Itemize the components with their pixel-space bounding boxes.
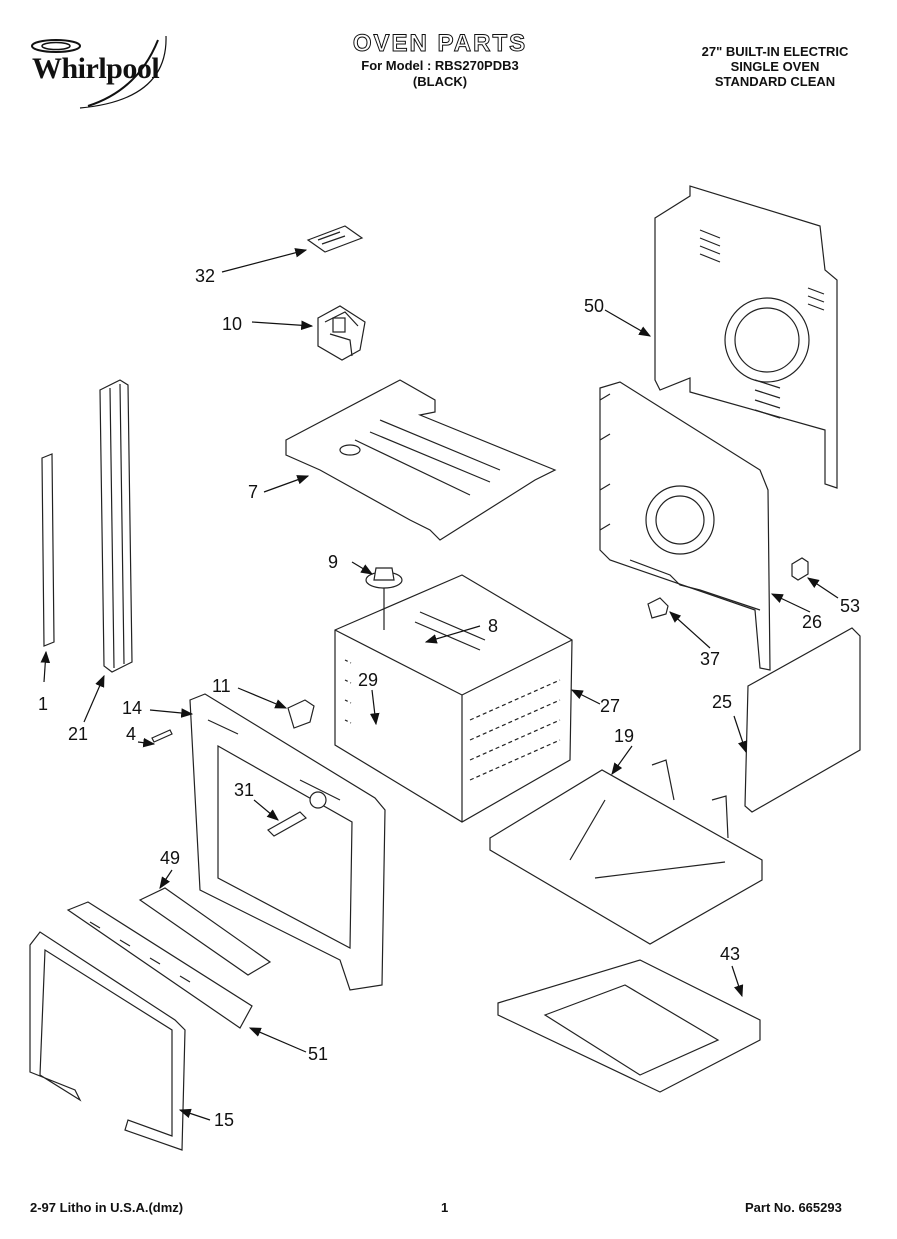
callout-31: 31 — [234, 780, 254, 800]
part-25-side-panel — [744, 627, 861, 813]
callout-27: 27 — [600, 696, 620, 716]
desc-line-1: 27" BUILT-IN ELECTRIC — [701, 44, 849, 59]
callout-15: 15 — [214, 1110, 234, 1130]
callout-4: 4 — [126, 724, 136, 744]
callout-14: 14 — [122, 698, 142, 718]
callout-49: 49 — [160, 848, 180, 868]
callout-37: 37 — [700, 649, 720, 669]
callout-1: 1 — [38, 694, 48, 714]
callout-11: 11 — [212, 676, 231, 696]
desc-line-3: STANDARD CLEAN — [714, 74, 836, 89]
part-19-bottom-panel — [489, 759, 763, 945]
part-10-bracket — [317, 305, 366, 361]
callout-25: 25 — [712, 692, 732, 712]
callout-53: 53 — [840, 596, 860, 616]
title-block: OVEN PARTS For Model : RBS270PDB3 (BLACK… — [310, 30, 570, 90]
part-43-bottom-frame — [497, 959, 761, 1093]
desc-line-2: SINGLE OVEN — [730, 59, 820, 74]
callout-8: 8 — [488, 616, 498, 636]
callout-9: 9 — [328, 552, 338, 572]
part-1-side-trim — [41, 453, 55, 647]
part-15-door-gasket — [29, 931, 186, 1151]
part-50-rear-panel — [654, 185, 838, 489]
callout-26: 26 — [802, 612, 822, 632]
part-11-switch — [287, 699, 315, 729]
part-37-bracket — [647, 597, 669, 619]
callout-51: 51 — [308, 1044, 328, 1064]
whirlpool-logo: Whirlpool — [18, 30, 188, 110]
footer-litho: 2-97 Litho in U.S.A.(dmz) — [30, 1200, 184, 1215]
part-14-front-frame — [189, 693, 386, 991]
part-51-vent-trim — [66, 901, 253, 1029]
part-27-oven-cavity — [334, 574, 573, 823]
callout-50: 50 — [584, 296, 604, 316]
part-49-trim — [138, 887, 272, 976]
product-description: 27" BUILT-IN ELECTRIC SINGLE OVEN STANDA… — [660, 44, 890, 89]
part-7-top-panel — [285, 379, 557, 541]
logo-swirl-icon — [31, 35, 167, 109]
callout-29: 29 — [358, 670, 378, 690]
part-31-probe — [267, 791, 327, 837]
part-21-side-trim — [99, 379, 133, 673]
callout-19: 19 — [614, 726, 634, 746]
part-number: Part No. 665293 — [745, 1200, 842, 1215]
model-line: For Model : RBS270PDB3 — [361, 58, 519, 73]
brand-name: Whirlpool — [32, 52, 160, 85]
callout-7: 7 — [248, 482, 258, 502]
callout-10: 10 — [222, 314, 242, 334]
part-4-screw — [151, 729, 173, 743]
part-9-thermostat — [365, 567, 403, 630]
page-title: OVEN PARTS — [352, 30, 528, 58]
part-32-label — [306, 225, 364, 253]
callout-43: 43 — [720, 944, 740, 964]
part-26-rear-frame — [599, 381, 771, 671]
color-line: (BLACK) — [412, 74, 468, 89]
part-53-clip — [791, 557, 809, 581]
callout-21: 21 — [68, 724, 88, 744]
page-number: 1 — [441, 1200, 449, 1215]
callout-32: 32 — [195, 266, 215, 286]
